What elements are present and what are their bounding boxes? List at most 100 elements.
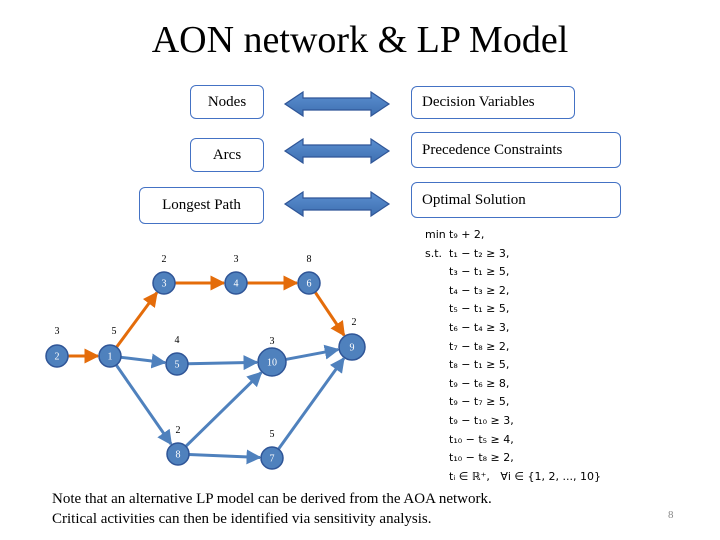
node-5	[165, 352, 189, 376]
node-4	[224, 271, 248, 295]
node-8	[166, 442, 190, 466]
page-number: 8	[668, 509, 674, 521]
duration-label: 5	[270, 429, 275, 440]
lp-row: s.t. t₁ − t₂ ≥ 3,	[425, 245, 601, 264]
lp-expression: t₉ − t₇ ≥ 5,	[449, 395, 510, 409]
node-label: 1	[108, 352, 113, 363]
arc-1-5	[120, 353, 167, 369]
lp-keyword	[425, 449, 449, 468]
decision-variables-label: Decision Variables	[422, 94, 535, 110]
footnote-line: Note that an alternative LP model can be…	[52, 491, 492, 507]
lp-row: t₆ − t₄ ≥ 3,	[425, 319, 601, 338]
precedence-constraints-box: Precedence Constraints	[411, 132, 621, 168]
precedence-constraints-label: Precedence Constraints	[422, 141, 563, 158]
node-label: 6	[307, 279, 312, 290]
lp-row: t₁₀ − t₈ ≥ 2,	[425, 449, 601, 468]
node-label: 5	[175, 360, 180, 371]
duration-label: 3	[234, 254, 239, 265]
duration-label: 3	[55, 326, 60, 337]
node-1	[98, 344, 122, 368]
lp-row: tᵢ ∈ ℝ⁺, ∀i ∈ {1, 2, ..., 10}	[425, 468, 601, 487]
arc-6-9	[313, 291, 346, 337]
duration-label: 4	[175, 335, 180, 346]
node-9	[338, 333, 366, 361]
node-7	[260, 446, 284, 470]
lp-row: t₇ − t₈ ≥ 2,	[425, 338, 601, 357]
slide-title: AON network & LP Model	[151, 19, 569, 61]
lp-row: t₁₀ − t₅ ≥ 4,	[425, 431, 601, 450]
lp-expression: t₆ − t₄ ≥ 3,	[449, 320, 510, 334]
lp-expression: t₄ − t₃ ≥ 2,	[449, 283, 510, 297]
lp-keyword	[425, 356, 449, 375]
lp-expression: t₇ − t₈ ≥ 2,	[449, 339, 510, 353]
lp-row: t₈ − t₁ ≥ 5,	[425, 356, 601, 375]
lp-expression: t₉ + 2,	[449, 228, 485, 241]
lp-row: t₉ − t₁₀ ≥ 3,	[425, 412, 601, 431]
arcs-label: Arcs	[212, 146, 242, 163]
double-arrow-icon	[283, 90, 391, 118]
node-3	[152, 271, 176, 295]
lp-keyword: min	[425, 228, 446, 241]
arc-5-10	[187, 355, 259, 371]
lp-expression: tᵢ ∈ ℝ⁺, ∀i ∈ {1, 2, ..., 10}	[449, 469, 601, 483]
lp-row: t₃ − t₁ ≥ 5,	[425, 263, 601, 282]
duration-label: 2	[176, 425, 181, 436]
duration-label: 5	[112, 326, 117, 337]
lp-expression: t₈ − t₁ ≥ 5,	[449, 358, 510, 372]
lp-keyword	[425, 300, 449, 319]
lp-expression: t₁₀ − t₅ ≥ 4,	[449, 432, 514, 446]
longest-path-label: Longest Path	[162, 197, 241, 213]
decision-variables-box: Decision Variables	[411, 86, 575, 119]
lp-expression: t₃ − t₁ ≥ 5,	[449, 265, 510, 279]
node-6	[297, 271, 321, 295]
nodes-label: Nodes	[207, 93, 247, 110]
arc-8-7	[188, 449, 262, 465]
lp-row: t₉ − t₆ ≥ 8,	[425, 375, 601, 394]
footnote: Note that an alternative LP model can be…	[52, 489, 492, 529]
lp-keyword	[425, 468, 449, 487]
lp-keyword	[425, 338, 449, 357]
double-arrow-icon	[283, 137, 391, 165]
arc-7-9	[277, 357, 346, 450]
lp-row: t₉ − t₇ ≥ 5,	[425, 393, 601, 412]
duration-label: 8	[307, 254, 312, 265]
longest-path-box: Longest Path	[139, 187, 264, 224]
node-label: 9	[350, 343, 355, 354]
arc-10-9	[285, 344, 340, 361]
arc-1-8	[115, 364, 173, 446]
double-arrow-icon	[283, 190, 391, 218]
lp-keyword: s.t.	[425, 246, 443, 260]
lp-expression: t₁ − t₂ ≥ 3,	[449, 246, 510, 260]
optimal-solution-label: Optimal Solution	[422, 191, 526, 208]
lp-expression: t₉ − t₁₀ ≥ 3,	[449, 413, 514, 427]
lp-keyword	[425, 431, 449, 450]
lp-row: t₅ − t₁ ≥ 5,	[425, 300, 601, 319]
lp-expression: t₁₀ − t₈ ≥ 2,	[449, 451, 514, 465]
duration-label: 2	[352, 317, 357, 328]
arc-8-10	[184, 371, 263, 448]
node-label: 7	[270, 454, 275, 465]
duration-label: 2	[162, 254, 167, 265]
node-label: 2	[55, 352, 60, 363]
nodes-box: Nodes	[190, 85, 264, 119]
lp-keyword	[425, 412, 449, 431]
lp-keyword	[425, 282, 449, 301]
node-label: 8	[176, 450, 181, 461]
duration-label: 3	[270, 336, 275, 347]
node-label: 4	[234, 279, 239, 290]
lp-keyword	[425, 375, 449, 394]
node-10	[257, 347, 287, 377]
node-label: 10	[267, 358, 277, 369]
optimal-solution-box: Optimal Solution	[411, 182, 621, 218]
footnote-line: Critical activities can then be identifi…	[52, 511, 432, 527]
node-2	[45, 344, 69, 368]
lp-expression: t₅ − t₁ ≥ 5,	[449, 302, 510, 316]
lp-keyword	[425, 263, 449, 282]
lp-keyword	[425, 319, 449, 338]
lp-keyword	[425, 393, 449, 412]
node-label: 3	[162, 279, 167, 290]
lp-expression: t₉ − t₆ ≥ 8,	[449, 376, 510, 390]
